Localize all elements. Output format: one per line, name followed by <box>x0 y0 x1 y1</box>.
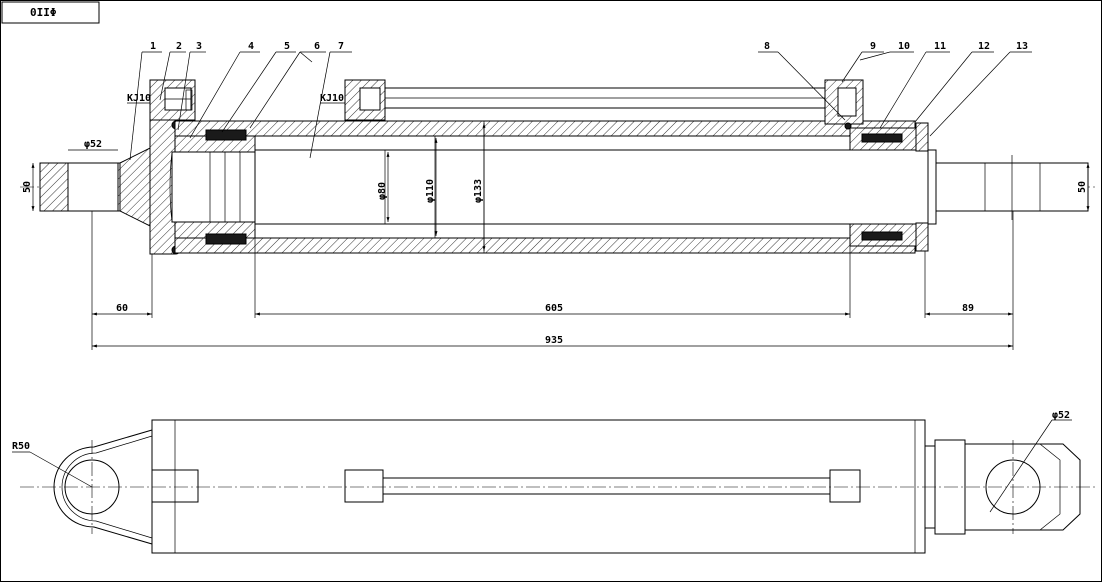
left-height-label: 50 <box>22 181 33 193</box>
part-label-11: 11 <box>934 41 946 52</box>
part-label-13: 13 <box>1016 41 1028 52</box>
right-height-label: 50 <box>1077 181 1088 193</box>
bore-diameter-label: φ110 <box>425 179 436 203</box>
part-label-2: 2 <box>176 41 182 52</box>
left-end-dim: 60 <box>116 303 128 314</box>
left-pin-diameter-label: φ52 <box>84 139 102 150</box>
part-label-3: 3 <box>196 41 202 52</box>
piston <box>169 129 259 245</box>
side-pipe <box>151 469 861 503</box>
left-clevis <box>39 147 151 227</box>
part-label-7: 7 <box>338 41 344 52</box>
right-flange <box>824 79 864 130</box>
external-pipe <box>344 79 826 121</box>
part-label-5: 5 <box>284 41 290 52</box>
total-length-dim: 935 <box>545 335 563 346</box>
part-label-4: 4 <box>248 41 254 52</box>
left-fitting-label: KJ10 <box>127 93 151 104</box>
right-rod-eye: φ52 <box>924 410 1081 535</box>
drawing-code: 0IIΦ <box>30 6 57 19</box>
title-box: 0IIΦ <box>1 1 100 24</box>
right-pin-diameter-label: φ52 <box>1052 410 1070 421</box>
eye-radius-label: R50 <box>12 441 30 452</box>
left-eye: R50 <box>12 429 153 545</box>
exterior-view: R50 φ52 <box>12 410 1096 554</box>
stroke-dim: 605 <box>545 303 563 314</box>
cylinder-tube <box>174 120 916 254</box>
part-label-1: 1 <box>150 41 156 52</box>
part-label-10: 10 <box>898 41 910 52</box>
part-label-12: 12 <box>978 41 990 52</box>
piston-rod <box>254 121 936 253</box>
middle-fitting-label: KJ10 <box>320 93 344 104</box>
part-label-9: 9 <box>870 41 876 52</box>
gland-head <box>849 122 937 252</box>
part-label-8: 8 <box>764 41 770 52</box>
part-leaders: 1 2 3 4 5 6 7 8 9 10 11 12 <box>129 41 1032 161</box>
rod-diameter-label: φ80 <box>377 182 388 200</box>
part-label-6: 6 <box>314 41 320 52</box>
cylinder-body <box>151 419 926 554</box>
section-view: φ80 φ110 φ133 φ52 50 50 60 605 89 935 KJ… <box>20 41 1096 350</box>
right-end-dim: 89 <box>962 303 974 314</box>
tube-od-label: φ133 <box>473 179 484 203</box>
right-rod-end <box>935 155 1089 220</box>
